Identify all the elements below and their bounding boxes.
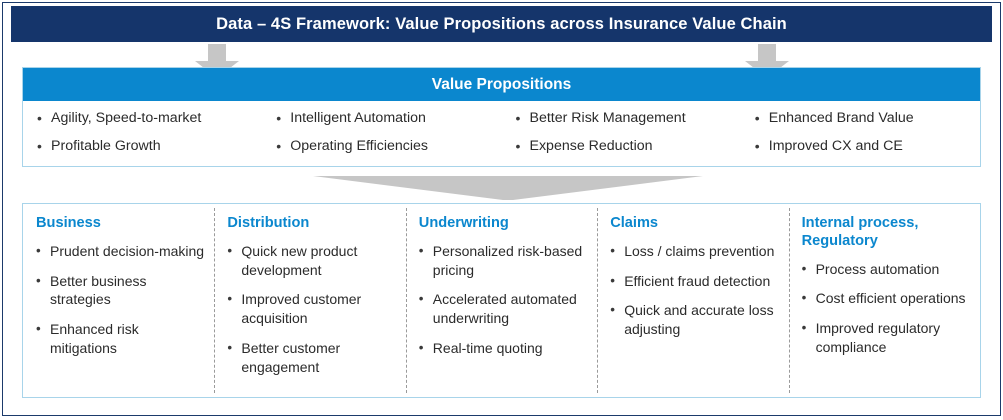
- value-chain-column-distribution: Distribution • Quick new product develop…: [214, 204, 405, 397]
- list-item: • Improved regulatory compliance: [802, 319, 970, 357]
- value-chain-columns-panel: Business • Prudent decision-making • Bet…: [22, 203, 981, 398]
- list-item: • Agility, Speed-to-market: [37, 109, 262, 128]
- value-propositions-column-3: • Better Risk Management • Expense Reduc…: [502, 109, 741, 165]
- list-item-label: Quick new product development: [241, 242, 358, 278]
- bullet-icon: •: [801, 260, 807, 276]
- list-item: • Efficient fraud detection: [610, 272, 778, 291]
- list-item-label: Real-time quoting: [432, 339, 543, 356]
- bullet-icon: •: [418, 242, 424, 258]
- column-title: Internal process, Regulatory: [801, 215, 919, 249]
- bullet-icon: •: [754, 138, 760, 155]
- page-title: Data – 4S Framework: Value Propositions …: [216, 14, 787, 33]
- value-chain-column-internal-process-regulatory: Internal process, Regulatory • Process a…: [788, 204, 980, 397]
- list-item-label: Expense Reduction: [529, 138, 653, 155]
- bullet-icon: •: [276, 110, 282, 126]
- list-item-label: Agility, Speed-to-market: [51, 110, 202, 126]
- list-item-label: Personalized risk-based pricing: [432, 242, 583, 278]
- value-propositions-panel: Value Propositions • Agility, Speed-to-m…: [22, 67, 981, 167]
- list-item: • Intelligent Automation: [276, 109, 501, 128]
- bullet-icon: •: [801, 320, 807, 336]
- bullet-icon: •: [801, 290, 807, 306]
- value-propositions-banner-label: Value Propositions: [431, 75, 572, 93]
- list-item: • Process automation: [802, 260, 970, 279]
- list-item-label: Improved regulatory compliance: [815, 320, 941, 355]
- column-title: Business: [36, 215, 101, 231]
- column-title: Claims: [610, 215, 659, 231]
- value-chain-column-underwriting: Underwriting • Personalized risk-based p…: [405, 204, 597, 397]
- value-chain-column-business: Business • Prudent decision-making • Bet…: [23, 204, 214, 397]
- list-item: • Real-time quoting: [419, 339, 587, 358]
- list-item: • Cost efficient operations: [802, 289, 970, 308]
- list-item-label: Better customer engagement: [241, 339, 341, 375]
- value-propositions-column-2: • Intelligent Automation • Operating Eff…: [262, 109, 501, 165]
- list-item-label: Intelligent Automation: [290, 110, 426, 126]
- bullet-icon: •: [418, 339, 424, 355]
- list-item: • Enhanced risk mitigations: [36, 320, 204, 358]
- value-propositions-grid: • Agility, Speed-to-market • Profitable …: [23, 101, 980, 165]
- list-item-label: Accelerated automated underwriting: [432, 291, 577, 327]
- list-item: • Quick new product development: [227, 242, 395, 280]
- list-item-label: Better Risk Management: [529, 110, 686, 126]
- bullet-icon: •: [515, 138, 521, 155]
- value-propositions-column-1: • Agility, Speed-to-market • Profitable …: [23, 109, 262, 165]
- list-item: • Improved customer acquisition: [227, 290, 395, 328]
- bullet-icon: •: [36, 272, 41, 288]
- list-item: • Quick and accurate loss adjusting: [610, 301, 778, 339]
- bullet-icon: •: [610, 302, 615, 318]
- list-item: • Prudent decision-making: [36, 242, 204, 261]
- list-item-label: Profitable Growth: [51, 138, 161, 155]
- list-item: • Improved CX and CE: [755, 137, 980, 156]
- list-item-label: Improved customer acquisition: [241, 291, 362, 327]
- value-propositions-banner: Value Propositions: [23, 68, 980, 101]
- list-item-label: Better business strategies: [50, 272, 147, 308]
- list-item-label: Enhanced Brand Value: [768, 110, 914, 126]
- list-item: • Operating Efficiencies: [276, 137, 501, 156]
- list-item-label: Process automation: [815, 260, 940, 277]
- bullet-icon: •: [610, 242, 615, 258]
- bullet-icon: •: [37, 138, 42, 155]
- list-item-label: Prudent decision-making: [50, 242, 205, 259]
- column-title: Underwriting: [418, 215, 509, 231]
- list-item: • Profitable Growth: [37, 137, 262, 156]
- list-item-label: Efficient fraud detection: [624, 272, 771, 289]
- list-item-label: Enhanced risk mitigations: [50, 321, 139, 356]
- bullet-icon: •: [37, 110, 42, 126]
- list-item-label: Operating Efficiencies: [290, 138, 428, 155]
- bullet-icon: •: [754, 110, 760, 126]
- list-item: • Better business strategies: [36, 272, 204, 310]
- list-item-label: Quick and accurate loss adjusting: [624, 302, 774, 338]
- list-item: • Better Risk Management: [516, 109, 741, 128]
- list-item: • Better customer engagement: [227, 339, 395, 377]
- bullet-icon: •: [227, 242, 233, 258]
- list-item: • Loss / claims prevention: [610, 242, 778, 261]
- bullet-icon: •: [515, 110, 521, 126]
- list-item: • Expense Reduction: [516, 137, 741, 156]
- bullet-icon: •: [227, 339, 233, 355]
- list-item: • Enhanced Brand Value: [755, 109, 980, 128]
- bullet-icon: •: [610, 272, 615, 288]
- funnel-chevron-down-icon: [313, 176, 703, 200]
- list-item-label: Loss / claims prevention: [624, 242, 775, 259]
- bullet-icon: •: [276, 138, 282, 155]
- bullet-icon: •: [418, 291, 424, 307]
- bullet-icon: •: [36, 321, 41, 337]
- value-propositions-column-4: • Enhanced Brand Value • Improved CX and…: [741, 109, 980, 165]
- slide-title-bar: Data – 4S Framework: Value Propositions …: [11, 6, 992, 42]
- bullet-icon: •: [36, 242, 41, 258]
- list-item: • Personalized risk-based pricing: [419, 242, 587, 280]
- list-item-label: Cost efficient operations: [815, 290, 966, 307]
- list-item: • Accelerated automated underwriting: [419, 290, 587, 328]
- bullet-icon: •: [227, 291, 233, 307]
- list-item-label: Improved CX and CE: [768, 138, 903, 155]
- column-title: Distribution: [227, 215, 310, 231]
- value-chain-column-claims: Claims • Loss / claims prevention • Effi…: [597, 204, 788, 397]
